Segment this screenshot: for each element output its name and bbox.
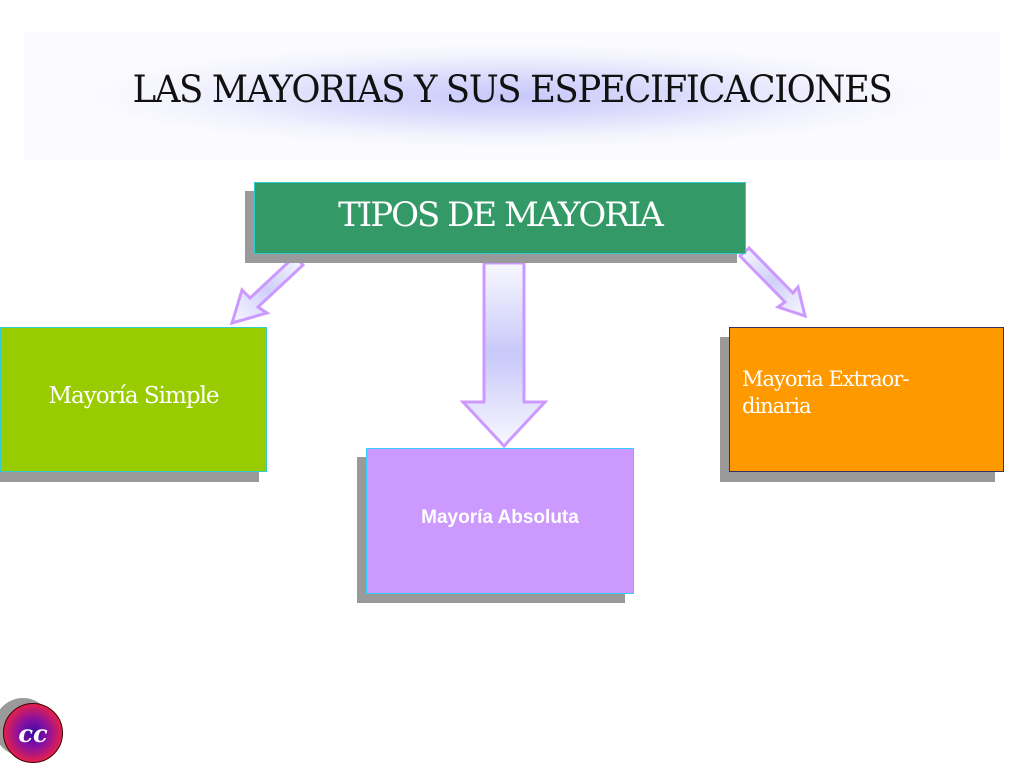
cc-logo-icon: cc: [3, 703, 63, 763]
box-mayoria-simple: Mayoría Simple: [0, 327, 267, 472]
slide-title: LAS MAYORIAS Y SUS ESPECIFICACIONES: [132, 68, 893, 111]
root-box-tipos-de-mayoria: TIPOS DE MAYORIA: [254, 182, 746, 254]
arrow-down-left-icon: [229, 253, 306, 326]
arrow-down-right-icon: [737, 245, 808, 319]
box-mayoria-absoluta-label: Mayoría Absoluta: [421, 507, 579, 528]
box-mayoria-simple-label: Mayoría Simple: [48, 382, 219, 409]
arrow-down-icon: [459, 261, 549, 449]
logo-text: cc: [18, 718, 48, 748]
box-mayoria-extraordinaria: Mayoria Extraor-dinaria: [729, 327, 1004, 472]
box-mayoria-absoluta: Mayoría Absoluta: [366, 448, 634, 594]
box-mayoria-extraordinaria-label: Mayoria Extraor-dinaria: [742, 367, 909, 418]
title-band: [24, 32, 1000, 160]
root-box-label: TIPOS DE MAYORIA: [338, 195, 664, 235]
